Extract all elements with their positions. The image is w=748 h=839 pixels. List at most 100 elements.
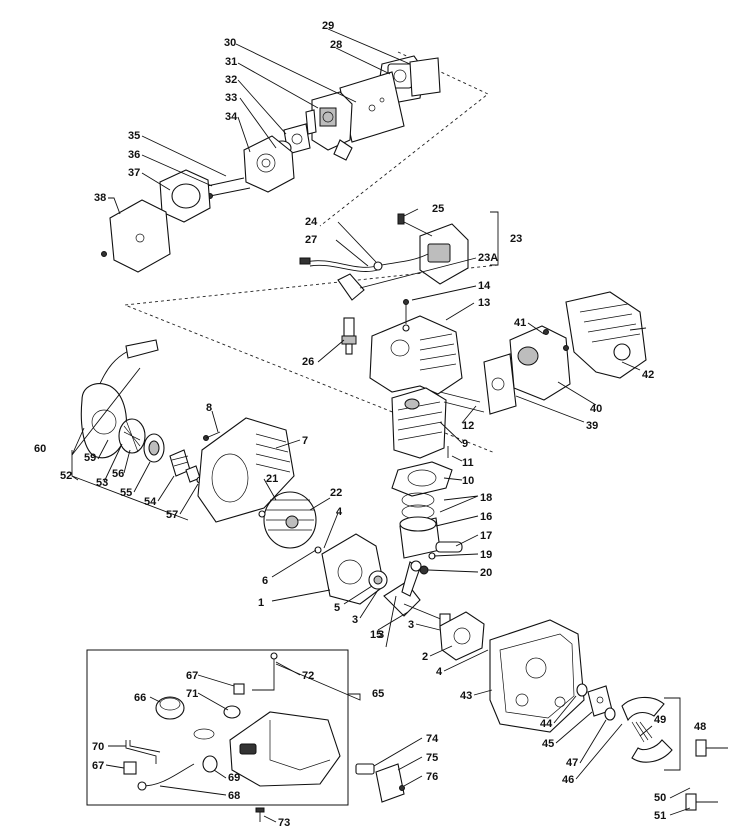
- spark-plug-part: [341, 317, 357, 355]
- label-32: 32: [225, 74, 237, 86]
- bracket-part: [355, 763, 375, 775]
- clutch-shoe-part: [631, 739, 673, 763]
- plug-boot-part: [337, 273, 365, 301]
- label-31: 31: [225, 56, 237, 68]
- label-6: 6: [262, 575, 268, 587]
- label-5: 5: [334, 602, 340, 614]
- label-67b: 67: [92, 760, 104, 772]
- clutch-bolt-part: [695, 739, 707, 757]
- label-41: 41: [514, 317, 526, 329]
- label-7: 7: [302, 435, 308, 447]
- label-71: 71: [186, 688, 198, 700]
- label-28: 28: [330, 39, 342, 51]
- fuel-tank-inset: [86, 649, 349, 806]
- filter-cover-part: [109, 199, 171, 273]
- label-38: 38: [94, 192, 106, 204]
- label-19: 19: [480, 549, 492, 561]
- label-76: 76: [426, 771, 438, 783]
- carburetor-group: [101, 55, 441, 273]
- label-34: 34: [225, 111, 238, 123]
- leader-lines: [71, 28, 691, 823]
- label-8: 8: [206, 402, 212, 414]
- starter-handle-part: [125, 339, 159, 359]
- label-40: 40: [590, 403, 602, 415]
- recoil-starter-group: [71, 339, 204, 521]
- muffler-gasket-part: [483, 353, 517, 415]
- label-4b: 4: [436, 666, 443, 678]
- label-13: 13: [478, 297, 490, 309]
- label-30: 30: [224, 37, 236, 49]
- label-60: 60: [34, 443, 46, 455]
- ignition-group: [299, 213, 469, 301]
- label-27: 27: [305, 234, 317, 246]
- label-42: 42: [642, 369, 654, 381]
- crankshaft-part: [383, 560, 451, 629]
- label-48: 48: [694, 721, 706, 733]
- small-parts-group: [255, 763, 405, 822]
- assembly-dashed-outline: [124, 51, 499, 454]
- label-23a: 23A: [478, 252, 498, 264]
- muffler-group: [483, 291, 647, 415]
- label-33: 33: [225, 92, 237, 104]
- label-69: 69: [228, 772, 240, 784]
- label-25: 25: [432, 203, 444, 215]
- label-73: 73: [278, 817, 290, 829]
- gasket-part: [409, 57, 441, 97]
- fitting-part: [233, 683, 245, 695]
- fitting-part: [123, 761, 137, 775]
- label-1: 1: [258, 597, 264, 609]
- label-45: 45: [542, 738, 554, 750]
- label-68: 68: [228, 790, 240, 802]
- part-number-labels: 29 28 30 31 32 33 34 35 36 37 38 25 24 2…: [34, 20, 706, 829]
- label-74: 74: [426, 733, 439, 745]
- label-37: 37: [128, 167, 140, 179]
- label-21: 21: [266, 473, 278, 485]
- clutch-bolt-part: [685, 793, 697, 811]
- label-67a: 67: [186, 670, 198, 682]
- label-29: 29: [322, 20, 334, 32]
- starter-housing-part: [197, 417, 295, 523]
- flywheel-part: [258, 491, 317, 549]
- label-56: 56: [112, 468, 124, 480]
- label-49: 49: [654, 714, 666, 726]
- crankcase-part: [314, 533, 388, 605]
- label-53: 53: [96, 477, 108, 489]
- label-65: 65: [372, 688, 384, 700]
- filter-base-part: [243, 135, 295, 193]
- label-22: 22: [330, 487, 342, 499]
- fuel-tank-part: [229, 711, 341, 787]
- label-75: 75: [426, 752, 438, 764]
- label-57: 57: [166, 509, 178, 521]
- label-50: 50: [654, 792, 666, 804]
- bracket-part: [375, 763, 405, 803]
- label-11: 11: [462, 457, 474, 469]
- label-9: 9: [462, 438, 468, 450]
- label-10: 10: [462, 475, 474, 487]
- muffler-part: [509, 325, 571, 401]
- label-18: 18: [480, 492, 492, 504]
- piston-group: [391, 461, 463, 575]
- label-55: 55: [120, 487, 132, 499]
- fuel-filter-part: [202, 755, 218, 773]
- label-52: 52: [60, 470, 72, 482]
- label-4: 4: [336, 506, 343, 518]
- label-44: 44: [540, 718, 553, 730]
- label-47: 47: [566, 757, 578, 769]
- label-72: 72: [302, 670, 314, 682]
- cylinder-part: [391, 387, 485, 459]
- label-39: 39: [586, 420, 598, 432]
- clutch-group: [576, 683, 728, 811]
- label-3b: 3: [378, 629, 384, 641]
- label-26: 26: [302, 356, 314, 368]
- label-23: 23: [510, 233, 522, 245]
- label-70: 70: [92, 741, 104, 753]
- label-12: 12: [462, 420, 474, 432]
- label-59: 59: [84, 452, 96, 464]
- clutch-shoe-part: [621, 696, 665, 722]
- cylinder-shroud-part: [369, 299, 463, 395]
- label-14: 14: [478, 280, 491, 292]
- label-66: 66: [134, 692, 146, 704]
- label-54: 54: [144, 496, 157, 508]
